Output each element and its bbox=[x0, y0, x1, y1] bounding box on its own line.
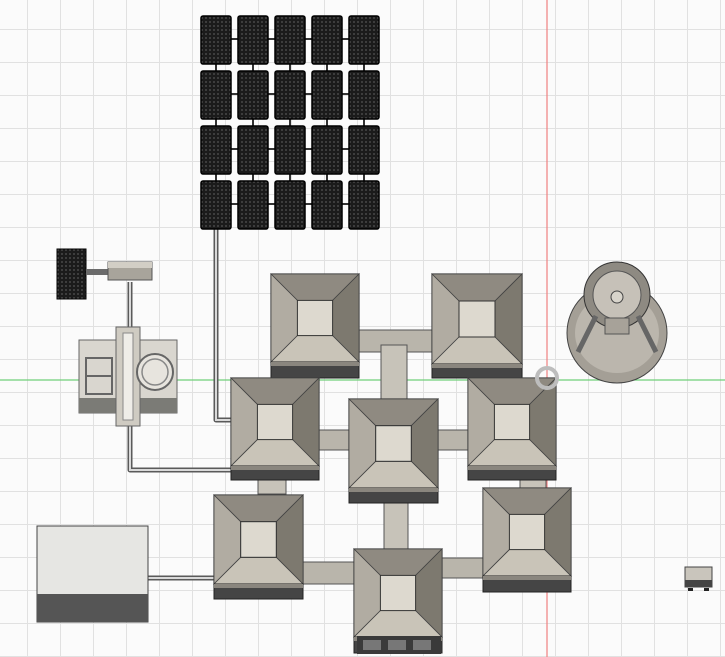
solar-panel[interactable] bbox=[274, 70, 306, 120]
solar-panel[interactable] bbox=[237, 180, 269, 230]
solar-panel[interactable] bbox=[237, 70, 269, 120]
generator-unit[interactable] bbox=[78, 326, 178, 427]
solar-panel[interactable] bbox=[237, 125, 269, 175]
small-rover[interactable] bbox=[684, 566, 713, 591]
solar-panel[interactable] bbox=[237, 15, 269, 65]
dish-antenna[interactable] bbox=[566, 261, 668, 384]
small-solar-panel[interactable] bbox=[56, 248, 153, 300]
habitat-module[interactable] bbox=[230, 377, 320, 481]
solar-panel[interactable] bbox=[311, 15, 343, 65]
solar-panel[interactable] bbox=[200, 70, 232, 120]
solar-panel[interactable] bbox=[348, 125, 380, 175]
solar-panel[interactable] bbox=[274, 125, 306, 175]
solar-panel[interactable] bbox=[200, 180, 232, 230]
habitat-module[interactable] bbox=[467, 377, 557, 481]
solar-panel[interactable] bbox=[200, 15, 232, 65]
habitat-module[interactable] bbox=[270, 273, 360, 379]
solar-panel[interactable] bbox=[311, 180, 343, 230]
habitat-module[interactable] bbox=[482, 487, 572, 593]
solar-panel[interactable] bbox=[348, 15, 380, 65]
habitat-module[interactable] bbox=[348, 398, 439, 504]
habitat-module[interactable] bbox=[213, 494, 304, 600]
solar-panel[interactable] bbox=[274, 180, 306, 230]
habitat-module[interactable] bbox=[431, 273, 523, 379]
airlock-detail bbox=[357, 636, 441, 654]
solar-panel[interactable] bbox=[200, 125, 232, 175]
solar-panel[interactable] bbox=[348, 70, 380, 120]
storage-block[interactable] bbox=[36, 525, 149, 623]
solar-panel-array[interactable] bbox=[200, 15, 380, 230]
solar-panel[interactable] bbox=[274, 15, 306, 65]
solar-panel[interactable] bbox=[311, 70, 343, 120]
solar-panel[interactable] bbox=[348, 180, 380, 230]
solar-panel[interactable] bbox=[311, 125, 343, 175]
orbit-pivot-icon[interactable] bbox=[535, 366, 559, 390]
